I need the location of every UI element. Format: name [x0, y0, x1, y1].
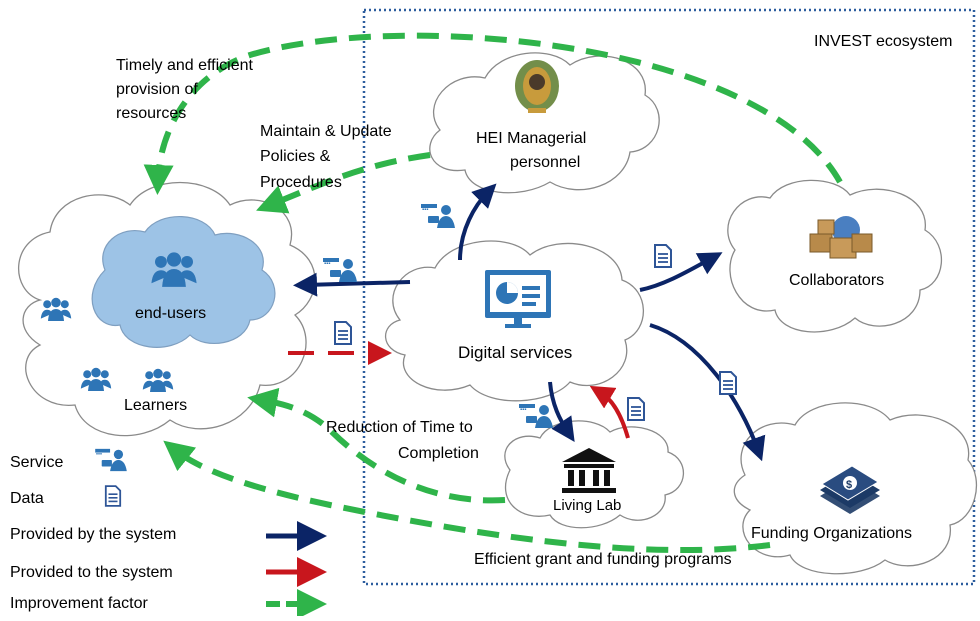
learners-label: Learners [124, 397, 187, 414]
service-icon [519, 404, 553, 428]
ds-to-endusers-arrow [293, 272, 411, 297]
digital-services-label: Digital services [458, 343, 572, 362]
ds-to-livinglab-arrow [548, 381, 575, 442]
document-icon [719, 371, 737, 395]
reduction-line1: Reduction of Time to [326, 419, 473, 436]
reduction-arrow [247, 387, 506, 504]
service-icon [95, 448, 127, 472]
legend-provided-to-label: Provided to the system [10, 564, 173, 581]
grant-label: Efficient grant and funding programs [474, 551, 732, 568]
legend-improvement-label: Improvement factor [10, 595, 149, 612]
maintain-line1: Maintain & Update [260, 123, 392, 140]
timely-line1: Timely and efficient [116, 57, 254, 74]
document-icon [334, 321, 352, 345]
legend-service-label: Service [10, 454, 63, 471]
timely-line3: resources [116, 105, 186, 122]
reduction-line2: Completion [398, 445, 479, 462]
living-lab-label: Living Lab [553, 497, 621, 514]
document-icon [104, 485, 122, 507]
monitor-chart-icon [485, 270, 551, 328]
policies-arrow [256, 152, 431, 214]
improvement-arrows [143, 32, 843, 554]
crest-icon [515, 60, 559, 113]
ds-to-funding-arrow [649, 323, 766, 462]
money-stack-icon: $ [820, 465, 880, 514]
institution-icon [562, 448, 616, 493]
livinglab-to-ds-arrow [589, 385, 630, 439]
timely-provision-arrow [143, 32, 843, 195]
provided-to-arrows [288, 341, 630, 439]
legend-provided-by-label: Provided by the system [10, 526, 176, 543]
timely-line2: provision of [116, 81, 198, 98]
hei-label-line2: personnel [510, 154, 580, 171]
ecosystem-label: INVEST ecosystem [814, 33, 952, 50]
provided-by-arrows [293, 183, 766, 462]
legend-data-label: Data [10, 490, 44, 507]
collaborators-label: Collaborators [789, 272, 884, 289]
ds-to-hei-arrow [458, 183, 497, 261]
hei-cloud [429, 52, 660, 194]
hei-label-line1: HEI Managerial [476, 130, 586, 147]
ds-to-collab-arrow [639, 252, 723, 292]
ecosystem-boundary [362, 8, 976, 586]
legend: Service Data Provided by the system Prov… [10, 448, 327, 619]
funding-label: Funding Organizations [751, 525, 912, 542]
grant-arrow [163, 440, 771, 554]
document-icon [627, 397, 645, 421]
maintain-line3: Procedures [260, 174, 342, 191]
end-users-label: end-users [135, 305, 206, 322]
boxes-globe-icon [809, 216, 873, 259]
service-icon [323, 258, 357, 282]
maintain-line2: Policies & [260, 148, 331, 165]
document-icon [654, 244, 672, 268]
svg-text:$: $ [846, 479, 852, 491]
service-icon [421, 204, 455, 228]
